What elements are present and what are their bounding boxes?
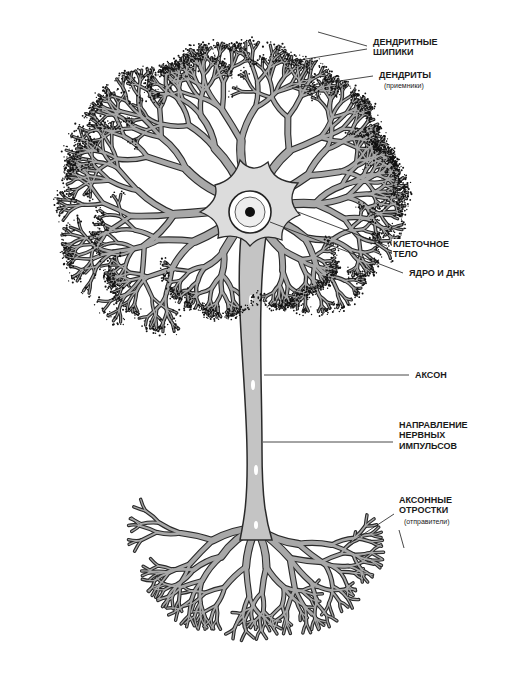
branch-fill (222, 83, 223, 110)
branch-fill (354, 131, 355, 140)
branch-fill (160, 109, 162, 138)
branch-fill (131, 214, 174, 216)
branch-fill (203, 75, 204, 92)
branch-fill (138, 191, 174, 215)
branch-fill (272, 98, 288, 117)
branch-fill (288, 117, 289, 151)
branch-fill (204, 63, 205, 75)
branch-fill (222, 110, 241, 141)
branch-fill (289, 138, 320, 152)
branch-fill (163, 124, 189, 126)
branch-fill (63, 211, 70, 220)
branch-fill (262, 59, 263, 68)
branch-fill (91, 187, 103, 203)
branch-fill (89, 181, 110, 182)
branch-fill (288, 96, 301, 117)
